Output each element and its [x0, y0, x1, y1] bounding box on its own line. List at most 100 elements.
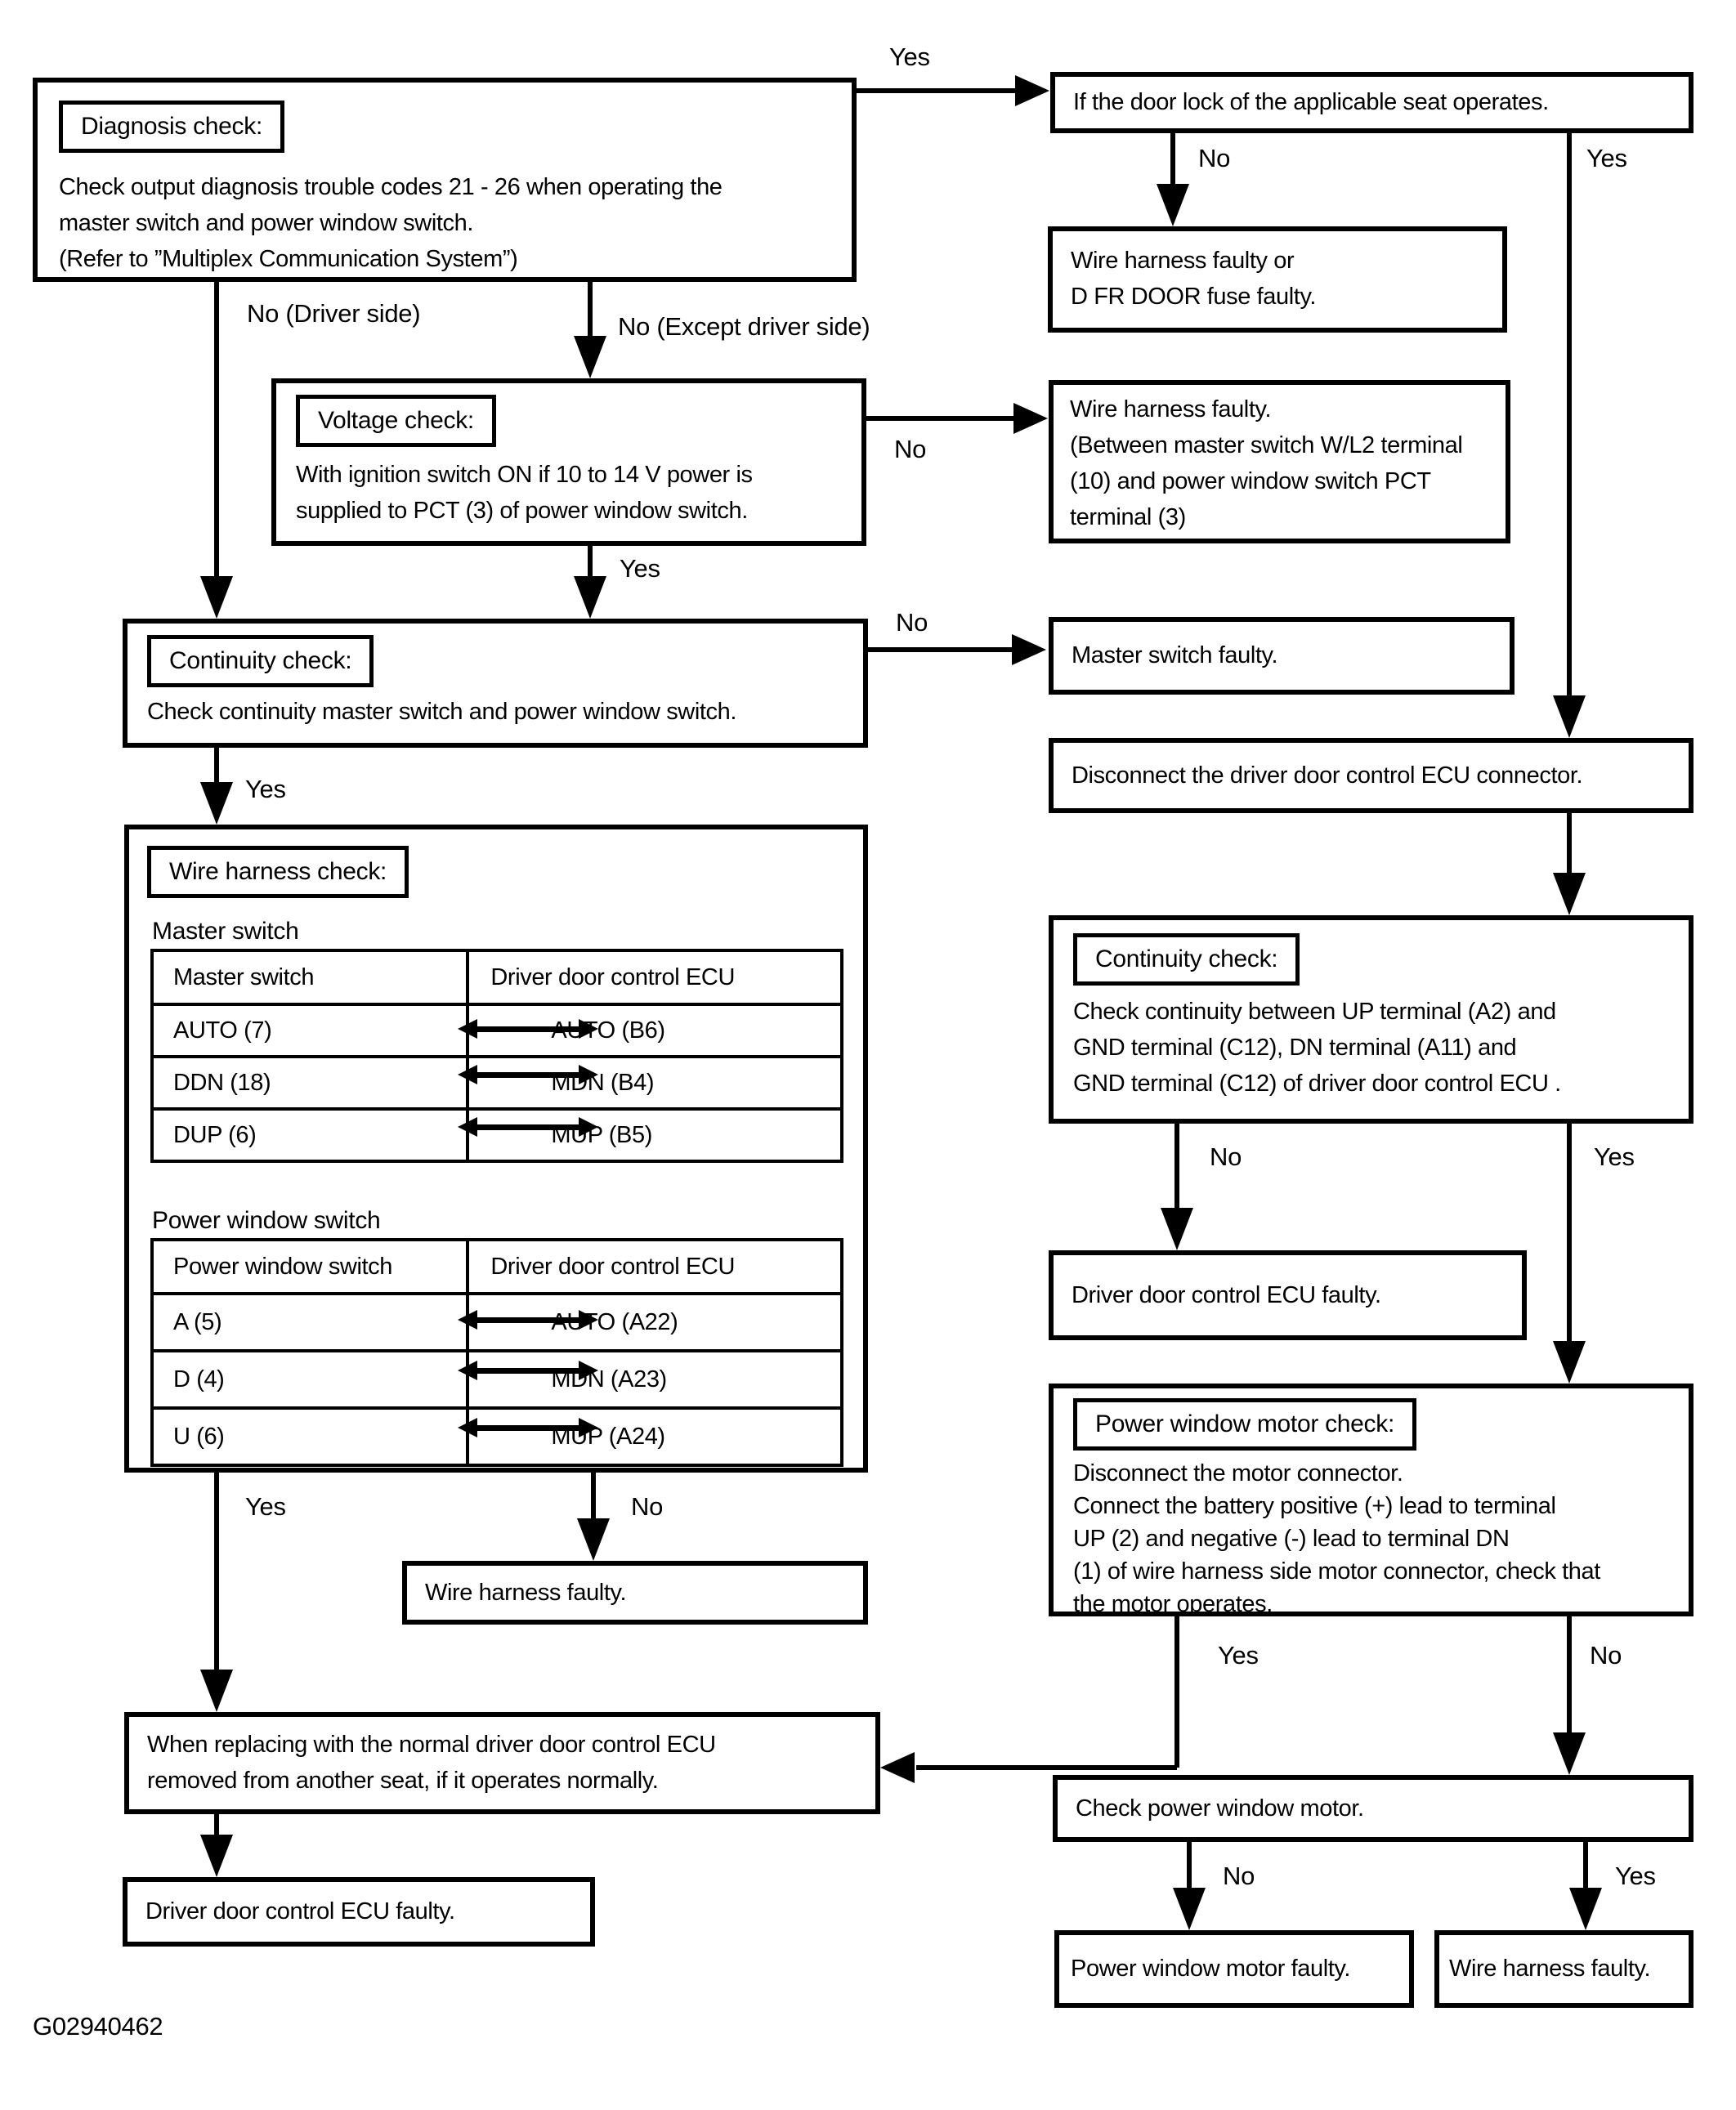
harness-faulty-wl2-box: Wire harness faulty. (Between master swi… — [1049, 380, 1510, 543]
branch-label-no: No — [1223, 1862, 1255, 1890]
connector-line — [1567, 1124, 1572, 1341]
harness-faulty-mid-text: Wire harness faulty. — [425, 1579, 627, 1606]
voltage-line: With ignition switch ON if 10 to 14 V po… — [296, 462, 753, 488]
table-header-row: Power window switch Driver door control … — [154, 1241, 840, 1292]
arrow-down-icon — [200, 1670, 233, 1712]
door-lock-operates-box: If the door lock of the applicable seat … — [1050, 72, 1693, 133]
check-motor-box: Check power window motor. — [1053, 1775, 1693, 1842]
connector-line — [588, 546, 593, 576]
harness-or-fuse-line: D FR DOOR fuse faulty. — [1071, 284, 1317, 310]
connector-line — [1567, 813, 1572, 873]
table-cell: D (4) — [154, 1352, 470, 1406]
arrow-down-icon — [577, 1518, 610, 1561]
ecu-faulty-bottom-text: Driver door control ECU faulty. — [145, 1898, 455, 1924]
diagnosis-check-box: Diagnosis check: Check output diagnosis … — [33, 78, 857, 282]
master-switch-table: Master switch Driver door control ECU AU… — [150, 949, 843, 1163]
check-motor-text: Check power window motor. — [1076, 1795, 1364, 1822]
motor-check-line: the motor operates. — [1073, 1591, 1273, 1617]
voltage-check-label: Voltage check: — [296, 395, 496, 447]
connector-line — [1174, 1124, 1179, 1208]
branch-label-yes: Yes — [1594, 1142, 1635, 1171]
harness-faulty-bottom-text: Wire harness faulty. — [1449, 1956, 1651, 1982]
continuity-ecu-line: GND terminal (C12), DN terminal (A11) an… — [1073, 1035, 1517, 1061]
branch-label-yes: Yes — [1586, 144, 1627, 172]
table-cell: DUP (6) — [154, 1111, 470, 1160]
branch-label-yes: Yes — [1615, 1862, 1656, 1890]
table-header-cell: Driver door control ECU — [490, 963, 736, 990]
connector-line — [1567, 1616, 1572, 1732]
left-right-arrow-icon — [457, 1361, 598, 1381]
motor-check-label: Power window motor check: — [1073, 1398, 1416, 1451]
arrow-down-icon — [1569, 1888, 1602, 1930]
diagnosis-line: (Refer to ”Multiplex Communication Syste… — [59, 246, 518, 272]
branch-label-yes: Yes — [245, 1492, 286, 1521]
arrow-down-icon — [200, 782, 233, 825]
wire-harness-check-label: Wire harness check: — [147, 846, 409, 898]
branch-label-yes: Yes — [620, 554, 660, 583]
wire-harness-check-box: Wire harness check: Master switch Master… — [124, 825, 868, 1473]
table-row: U (6) MUP (A24) — [154, 1406, 840, 1464]
wl2-line: terminal (3) — [1070, 504, 1186, 530]
diagnosis-line: Check output diagnosis trouble codes 21 … — [59, 174, 723, 200]
table-row: A (5) AUTO (A22) — [154, 1292, 840, 1349]
wl2-line: (10) and power window switch PCT — [1070, 468, 1431, 494]
table-header-cell: Master switch — [154, 952, 470, 1003]
branch-label-no: No — [1198, 144, 1231, 172]
left-right-arrow-icon — [457, 1065, 598, 1085]
left-right-arrow-icon — [457, 1018, 598, 1039]
branch-label-no: No — [631, 1492, 664, 1521]
figure-code: G02940462 — [33, 2012, 163, 2041]
continuity-check-box: Continuity check: Check continuity maste… — [123, 619, 868, 748]
master-switch-section-label: Master switch — [152, 918, 299, 945]
power-window-switch-table: Power window switch Driver door control … — [150, 1238, 843, 1467]
motor-faulty-text: Power window motor faulty. — [1071, 1956, 1351, 1982]
arrow-down-icon — [1157, 184, 1189, 226]
diagnosis-check-label: Diagnosis check: — [59, 101, 284, 153]
table-row: DDN (18) MDN (B4) — [154, 1055, 840, 1107]
branch-label-no: No — [894, 435, 927, 463]
replace-ecu-line: removed from another seat, if it operate… — [147, 1768, 659, 1794]
connector-line — [588, 282, 593, 336]
connector-line — [866, 416, 1015, 421]
arrow-down-icon — [574, 336, 606, 378]
branch-label-no-except-driver-side: No (Except driver side) — [618, 312, 870, 341]
arrow-left-icon — [880, 1752, 915, 1783]
arrow-down-icon — [1161, 1208, 1193, 1250]
left-right-arrow-icon — [457, 1310, 598, 1330]
arrow-down-icon — [574, 576, 606, 619]
arrow-down-icon — [200, 576, 233, 619]
door-lock-operates-text: If the door lock of the applicable seat … — [1073, 89, 1549, 115]
motor-check-line: Disconnect the motor connector. — [1073, 1460, 1403, 1486]
arrow-down-icon — [200, 1835, 233, 1877]
connector-line — [857, 88, 1017, 93]
arrow-down-icon — [1553, 873, 1586, 915]
connector-line — [1187, 1842, 1192, 1888]
table-row: D (4) MDN (A23) — [154, 1349, 840, 1406]
voltage-check-box: Voltage check: With ignition switch ON i… — [271, 378, 866, 546]
motor-faulty-box: Power window motor faulty. — [1054, 1930, 1414, 2008]
branch-label-no: No — [1590, 1641, 1622, 1670]
table-cell: A (5) — [154, 1295, 470, 1349]
disconnect-ecu-text: Disconnect the driver door control ECU c… — [1072, 762, 1583, 789]
harness-or-fuse-faulty-box: Wire harness faulty or D FR DOOR fuse fa… — [1048, 226, 1507, 333]
arrow-down-icon — [1553, 1732, 1586, 1775]
wl2-line: (Between master switch W/L2 terminal — [1070, 432, 1463, 458]
master-switch-faulty-text: Master switch faulty. — [1072, 642, 1278, 668]
replace-ecu-box: When replacing with the normal driver do… — [124, 1712, 880, 1814]
table-row: DUP (6) MUP (B5) — [154, 1107, 840, 1160]
table-header-row: Master switch Driver door control ECU — [154, 952, 840, 1003]
table-header-cell: Driver door control ECU — [490, 1253, 736, 1280]
connector-line — [1567, 133, 1572, 695]
left-right-arrow-icon — [457, 1117, 598, 1138]
connector-line — [1174, 1616, 1179, 1768]
connector-line — [214, 282, 219, 576]
arrow-right-icon — [1012, 634, 1046, 665]
connector-line — [1583, 1842, 1588, 1888]
ecu-faulty-right-text: Driver door control ECU faulty. — [1072, 1281, 1381, 1308]
arrow-down-icon — [1173, 1888, 1206, 1930]
arrow-down-icon — [1553, 695, 1586, 738]
branch-label-yes: Yes — [889, 42, 930, 71]
connector-line — [214, 1814, 219, 1835]
connector-line — [868, 647, 1013, 652]
